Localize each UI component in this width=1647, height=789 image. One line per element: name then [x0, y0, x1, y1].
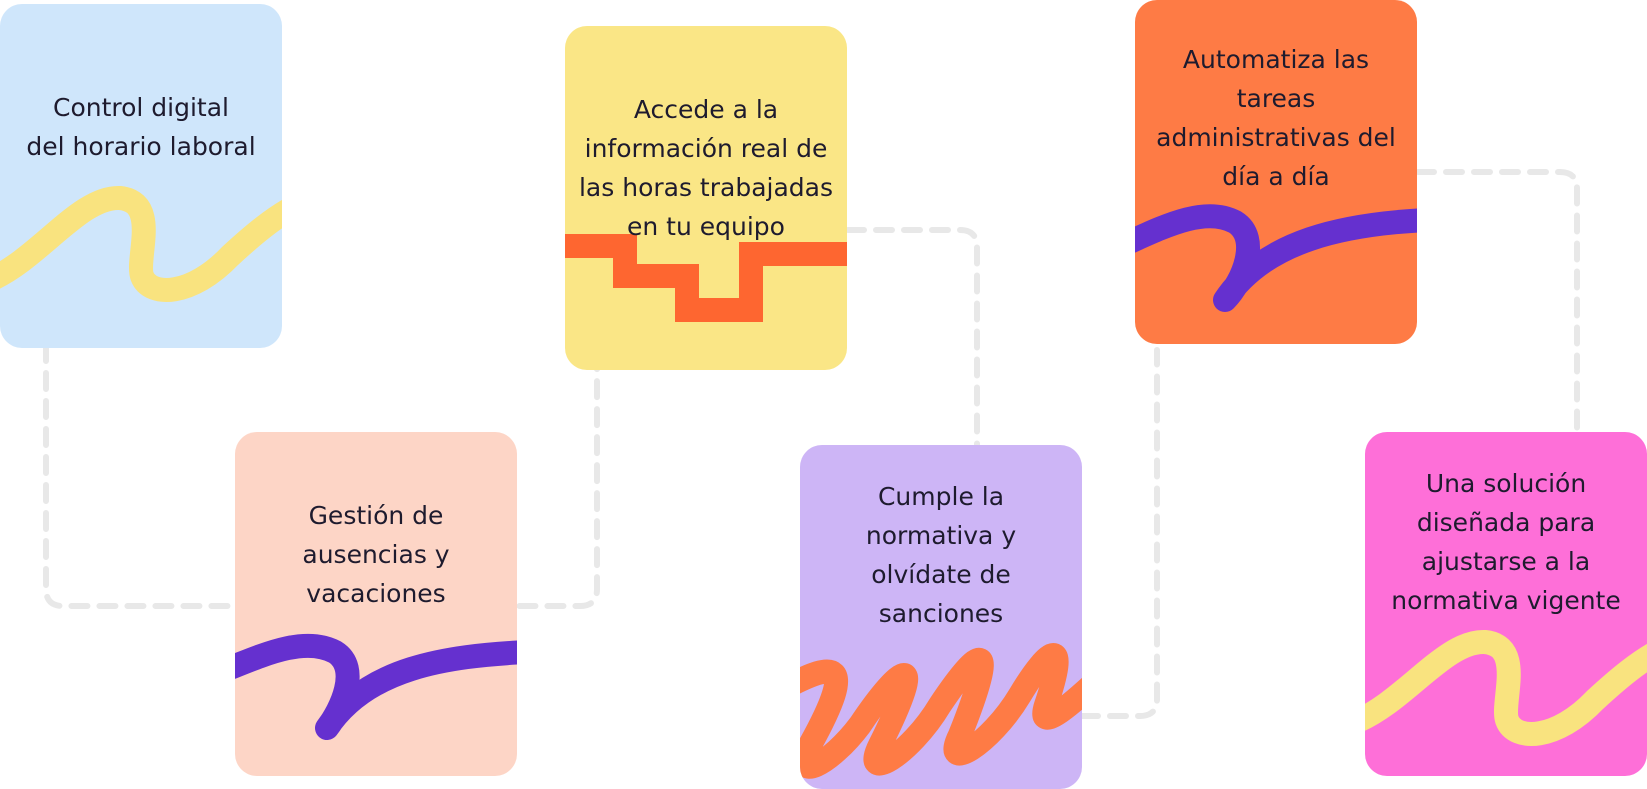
- orange-steps-doodle: [565, 234, 847, 322]
- purple-swoosh-doodle: [235, 633, 517, 740]
- card-text: Automatiza las tareas administrativas de…: [1156, 45, 1396, 191]
- card-informacion-real: Accede a la información real de las hora…: [565, 26, 847, 370]
- yellow-wave-doodle: [0, 186, 282, 302]
- card-text: Una solución diseñada para ajustarse a l…: [1391, 469, 1621, 615]
- orange-zigzag-doodle: [800, 643, 1082, 779]
- card-text: Gestión de ausencias y vacaciones: [302, 501, 450, 608]
- card-gestion-ausencias: Gestión de ausencias y vacaciones: [235, 432, 517, 776]
- yellow-wave-doodle: [1365, 630, 1647, 746]
- card-solucion-normativa: Una solución diseñada para ajustarse a l…: [1365, 432, 1647, 776]
- card-text: Cumple la normativa y olvídate de sancio…: [865, 482, 1017, 628]
- purple-swoosh-doodle: [1135, 204, 1417, 312]
- card-cumple-normativa: Cumple la normativa y olvídate de sancio…: [800, 445, 1082, 789]
- card-text: Control digital del horario laboral: [26, 93, 256, 161]
- card-control-digital: Control digital del horario laboral: [0, 4, 282, 348]
- card-text: Accede a la información real de las hora…: [578, 95, 834, 241]
- card-automatiza: Automatiza las tareas administrativas de…: [1135, 0, 1417, 344]
